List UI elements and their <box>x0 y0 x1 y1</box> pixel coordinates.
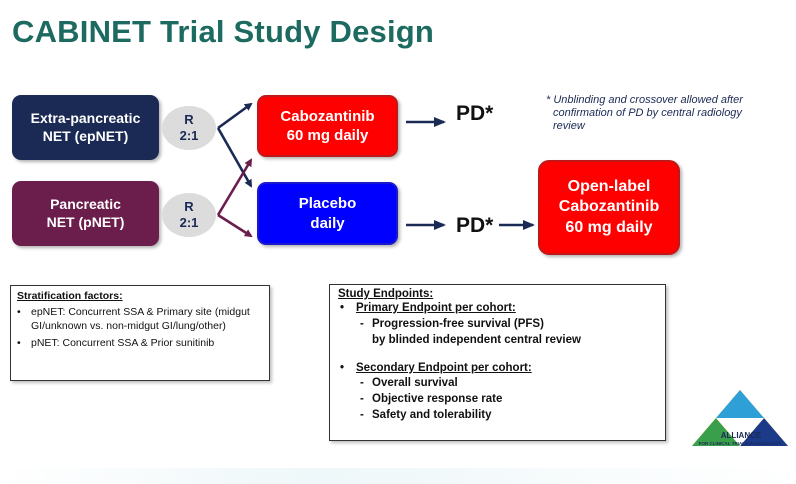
study-endpoints-panel: Study Endpoints: Primary Endpoint per co… <box>329 284 666 441</box>
primary-endpoint-detail: by blinded independent central review <box>372 333 581 346</box>
stratification-item-epnet: epNET: Concurrent SSA & Primary site (mi… <box>17 306 263 333</box>
arm-placebo-line1: Placebo <box>298 195 357 213</box>
cohort-pnet-line2: NET (pNET) <box>46 213 125 230</box>
stratification-title: Stratification factors: <box>17 290 123 302</box>
secondary-endpoint-item: Safety and tolerability <box>338 408 657 424</box>
open-label-line2: Cabozantinib <box>558 198 660 216</box>
arrow-p-to-cabo <box>216 158 253 216</box>
arm-cabozantinib-line2: 60 mg daily <box>286 127 369 144</box>
cohort-epnet-line2: NET (epNET) <box>42 127 129 144</box>
arrow-p-to-placebo <box>217 213 253 238</box>
page-title: CABINET Trial Study Design <box>12 14 435 49</box>
randomization-letter: R <box>184 111 194 127</box>
stratification-list: epNET: Concurrent SSA & Primary site (mi… <box>17 306 263 351</box>
arrow-ep-to-cabo <box>217 102 253 130</box>
secondary-endpoint-label: Secondary Endpoint per cohort: <box>338 361 657 377</box>
cohort-pnet-line1: Pancreatic <box>50 195 121 212</box>
crossover-footnote: * Unblinding and crossover allowed after… <box>546 94 743 132</box>
logo-name: ALLIANCE <box>720 431 762 440</box>
randomization-ratio: 2:1 <box>179 215 199 230</box>
stratification-item-pnet: pNET: Concurrent SSA & Prior sunitinib <box>17 337 263 351</box>
arm-cabozantinib-line1: Cabozantinib <box>280 107 375 125</box>
open-label-line3: 60 mg daily <box>565 218 653 236</box>
bottom-decoration <box>0 468 796 484</box>
randomization-oval-epnet: R 2:1 <box>162 106 216 150</box>
arrow-ep-to-placebo <box>216 127 253 188</box>
secondary-endpoint-item: Objective response rate <box>338 392 657 408</box>
randomization-ratio: 2:1 <box>179 128 199 143</box>
secondary-endpoint-list: Overall survival Objective response rate… <box>338 376 657 424</box>
alliance-logo-icon <box>692 390 788 446</box>
cohort-epnet-line1: Extra-pancreatic <box>30 109 141 126</box>
progression-label-placebo: PD* <box>456 214 494 237</box>
arm-cabozantinib-box: Cabozantinib 60 mg daily <box>257 95 398 157</box>
randomization-oval-pnet: R 2:1 <box>162 193 216 237</box>
arm-placebo-line2: daily <box>310 214 345 232</box>
open-label-line1: Open-label <box>567 177 651 195</box>
primary-endpoint-label: Primary Endpoint per cohort: <box>338 301 657 317</box>
primary-endpoint-item: Progression-free survival (PFS) <box>338 317 657 333</box>
randomization-letter: R <box>184 198 194 214</box>
primary-endpoint-list: Progression-free survival (PFS) <box>338 317 657 333</box>
progression-label-cabo: PD* <box>456 102 494 125</box>
logo-subtitle: FOR CLINICAL TRIALS IN ONCOLOGY <box>698 441 782 446</box>
stratification-panel: Stratification factors: epNET: Concurren… <box>10 285 270 381</box>
endpoints-title: Study Endpoints: <box>338 288 434 300</box>
secondary-endpoint-item: Overall survival <box>338 376 657 392</box>
